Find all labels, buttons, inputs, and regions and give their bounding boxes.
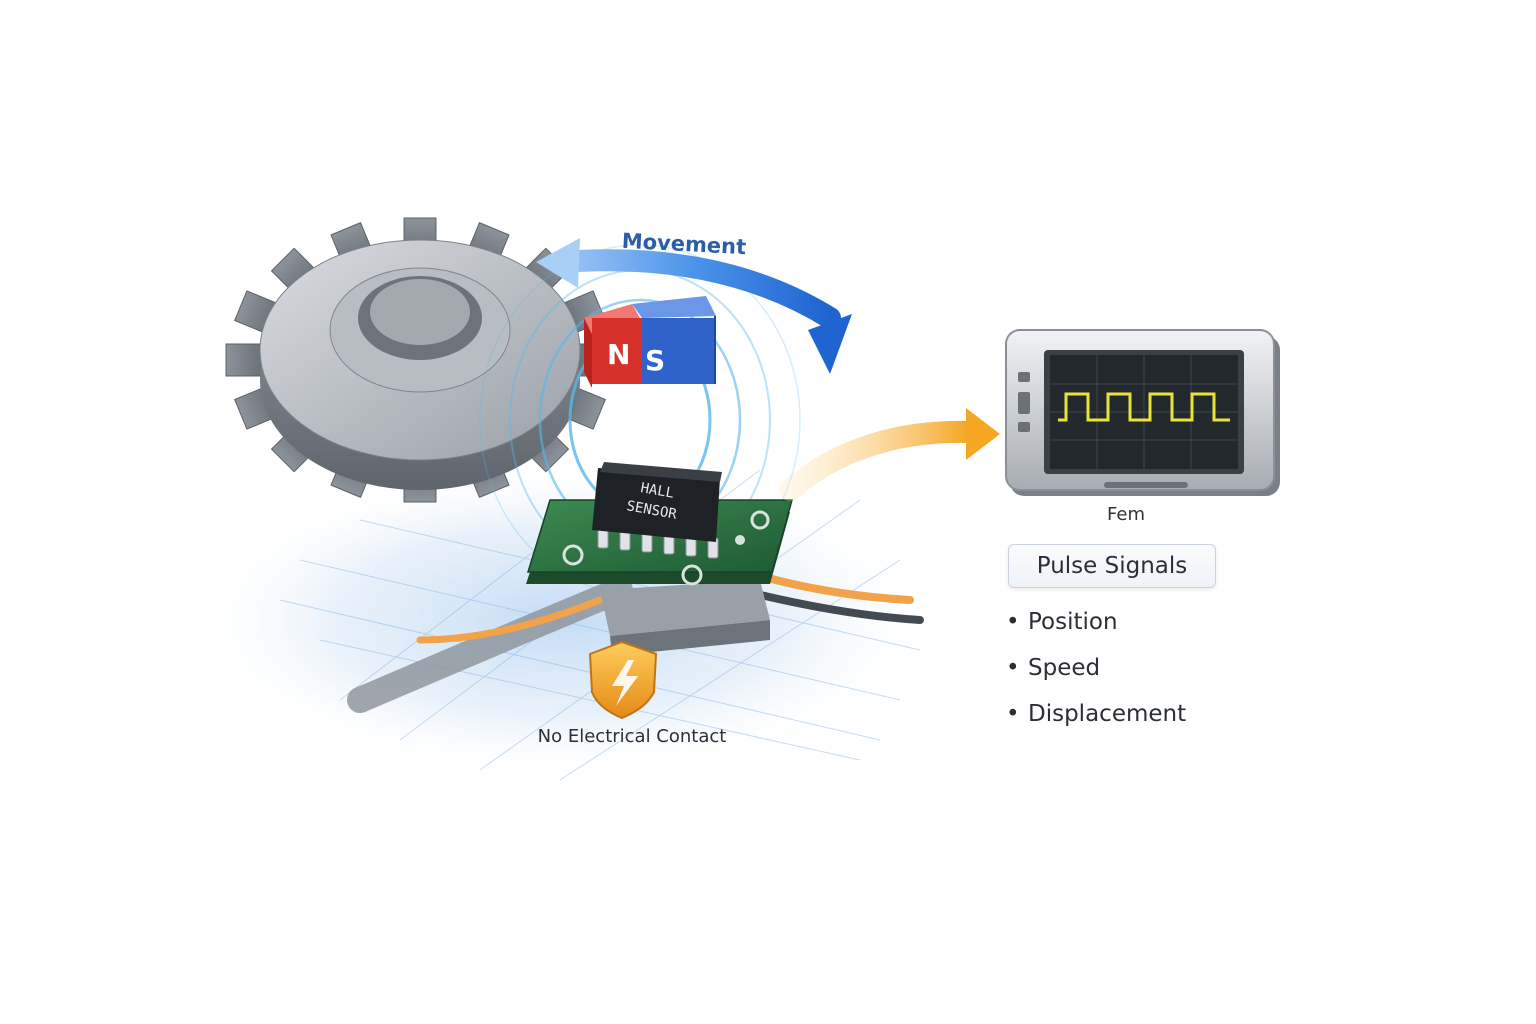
list-item: •Displacement <box>1006 701 1187 727</box>
pulse-signals-label: Pulse Signals <box>1008 544 1216 588</box>
oscilloscope-display <box>1005 329 1280 496</box>
shield-bolt-icon <box>588 640 658 720</box>
list-item: •Speed <box>1006 655 1101 681</box>
display-caption: Fem <box>1107 504 1145 525</box>
magnet-icon: N S <box>584 296 716 388</box>
pulse-waveform <box>1058 392 1230 422</box>
chip-label-line1: HALL <box>639 480 675 502</box>
output-list: •Position •Speed •Displacement <box>1006 604 1186 742</box>
signal-arrow-icon <box>779 408 1000 501</box>
no-electrical-contact-label: No Electrical Contact <box>537 726 727 747</box>
movement-arrow-icon <box>536 238 852 374</box>
magnet-north-label: N <box>607 338 630 371</box>
output-speed: Speed <box>1028 655 1101 681</box>
sensor-mount <box>600 580 770 656</box>
hall-sensor-chip: HALL SENSOR <box>592 462 722 542</box>
output-position: Position <box>1028 609 1118 635</box>
chip-pins <box>597 527 719 559</box>
list-item: •Position <box>1006 609 1118 635</box>
magnet-south-label: S <box>645 344 665 377</box>
output-displacement: Displacement <box>1028 701 1187 727</box>
